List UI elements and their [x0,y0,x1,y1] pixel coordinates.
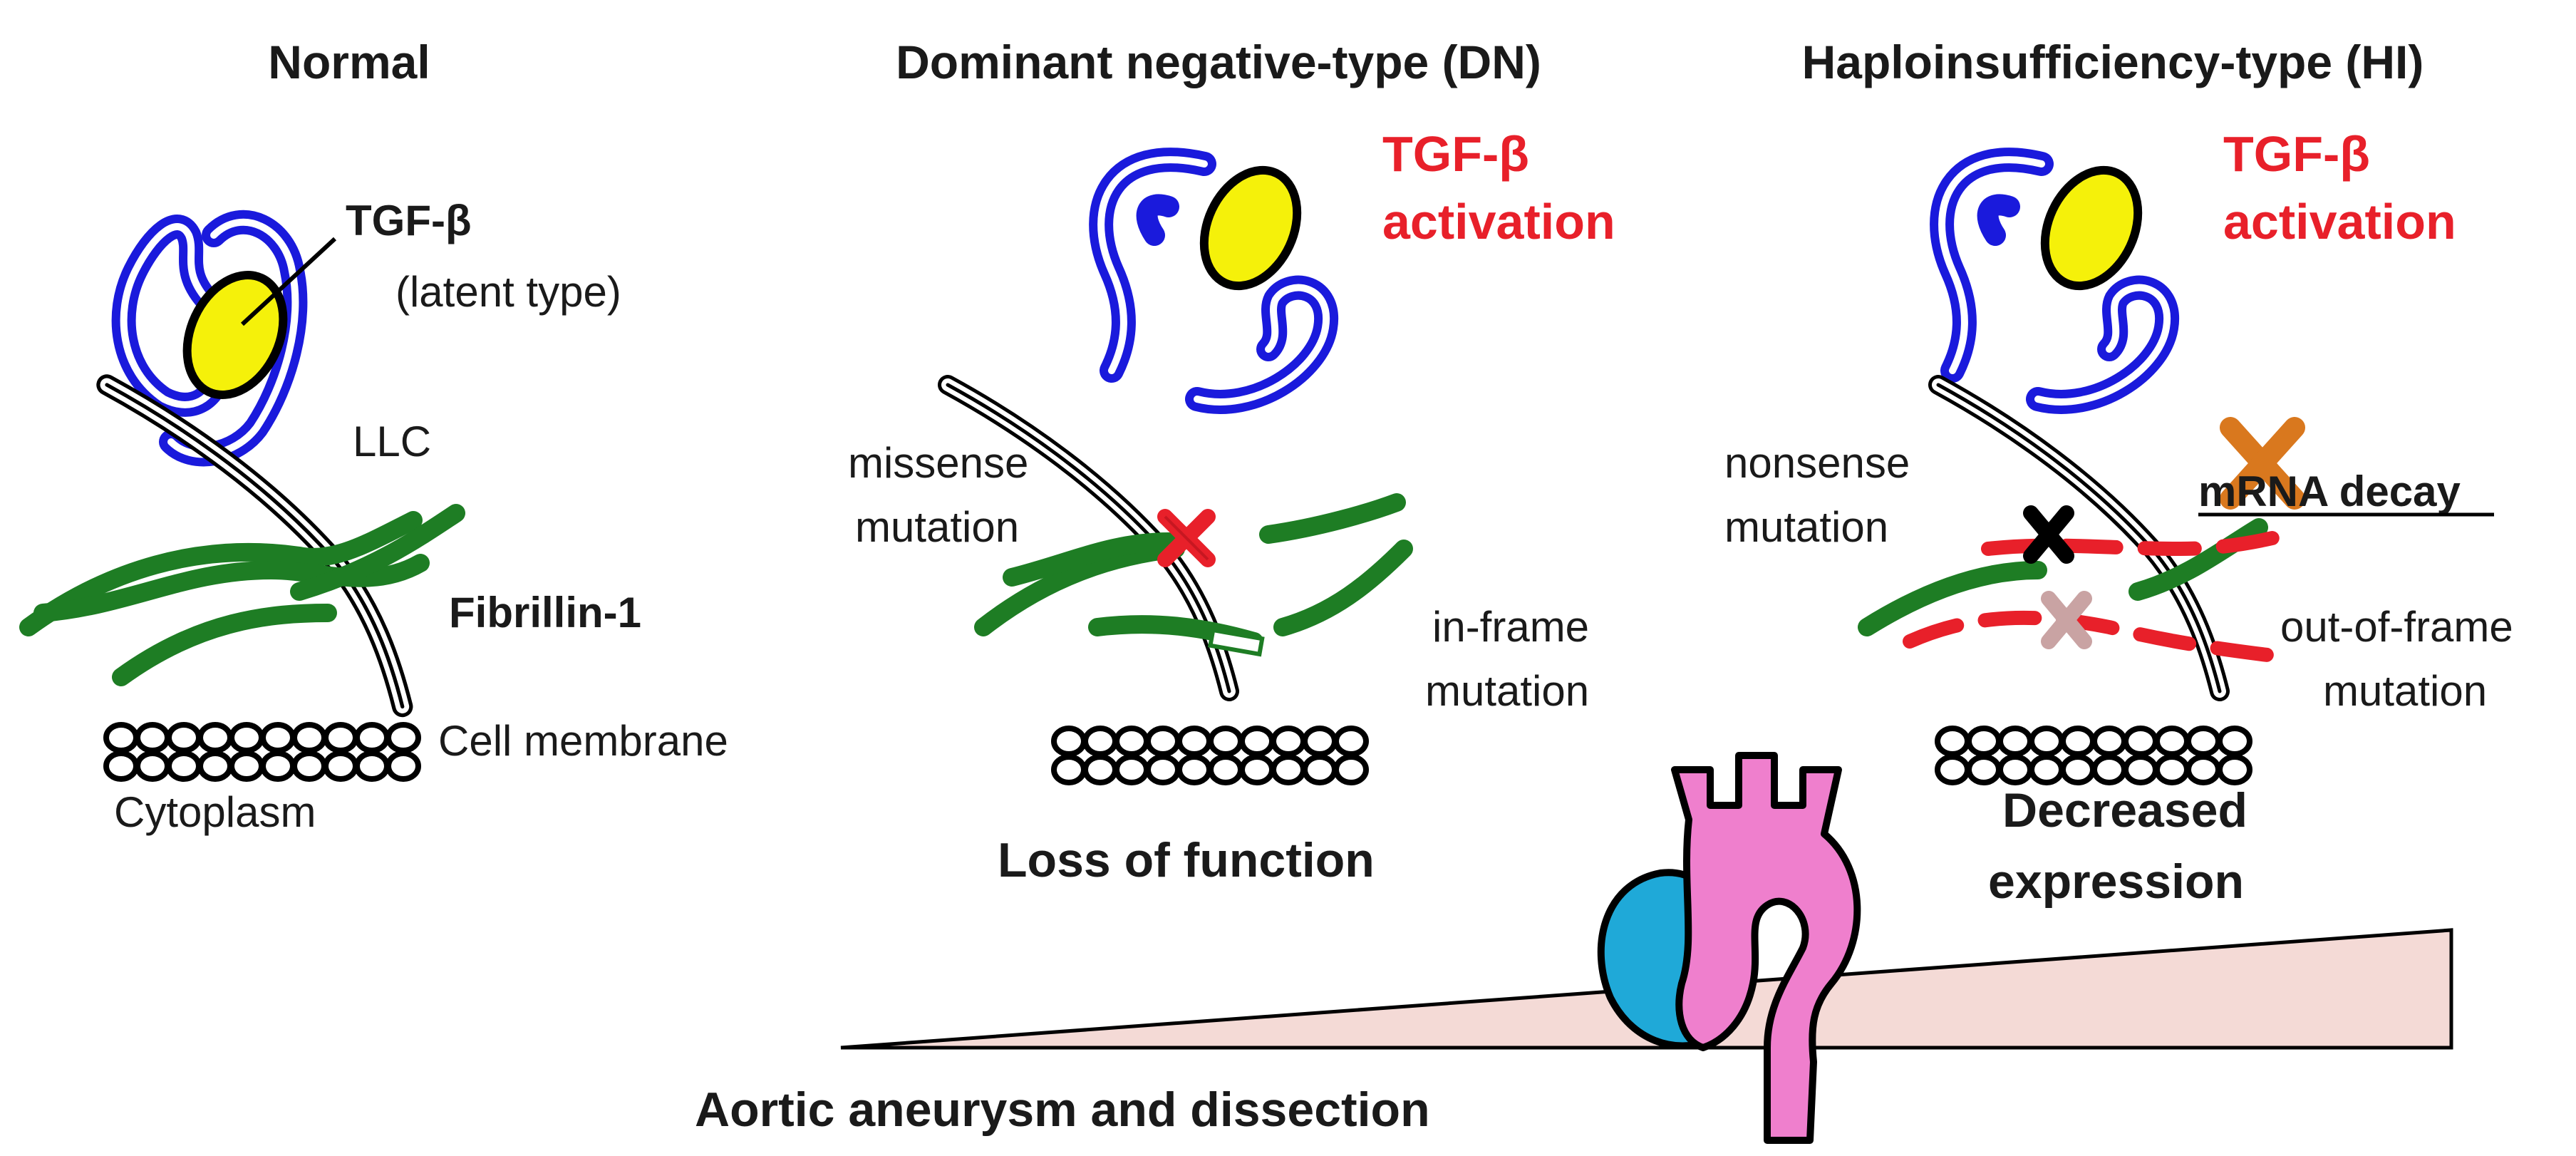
outframe-line1: out-of-frame [2280,603,2513,651]
cell-membrane-hi [1938,728,2250,783]
dn-outcome: Loss of function [998,833,1375,887]
cell-membrane-dn [1054,728,1366,783]
panel-hi: Haploinsufficiency-type (HI) [1724,36,2513,909]
cell-membrane-label: Cell membrane [438,717,728,765]
in-frame-defect [1207,627,1265,657]
llc-label: LLC [353,418,431,465]
fibrillin-1-label: Fibrillin-1 [449,589,641,636]
llc-released [1089,148,1339,414]
panel-title-dn: Dominant negative-type (DN) [896,36,1541,88]
mrna-decay-label: mRNA decay [2198,468,2461,515]
hi-outcome-line1: Decreased [2002,783,2247,837]
cell-membrane [106,725,418,779]
tgf-beta-active-hi [2040,165,2143,291]
fibrillin-1-strands-hi [1858,518,2268,636]
fibrillin-1-strands-dn [974,493,1413,651]
hi-outcome-line2: expression [1988,855,2244,909]
decayed-strands [1903,527,2295,663]
outframe-line2: mutation [2323,667,2487,715]
nonsense-line2: mutation [1724,503,1888,551]
missense-line2: mutation [855,503,1019,551]
severity-label: Aortic aneurysm and dissection [695,1083,1430,1137]
fibrillin-1-strands [19,504,465,686]
aorta-shape [1671,752,1861,1144]
panel-dn: Dominant negative-type (DN) [848,36,1615,887]
cytoplasm-label: Cytoplasm [114,788,316,836]
dn-activation-line2: activation [1382,194,1615,249]
llc-released-hi [1930,148,2180,414]
severity-section: Aortic aneurysm and dissection [695,752,2453,1144]
panel-title-normal: Normal [268,36,430,88]
panel-title-hi: Haploinsufficiency-type (HI) [1802,36,2424,88]
missense-mark-outline [1164,515,1209,561]
missense-line1: missense [848,439,1028,487]
latent-type-label: (latent type) [395,268,621,316]
inframe-line1: in-frame [1432,603,1589,651]
tgf-beta-label: TGF-β [346,197,472,244]
nonsense-line1: nonsense [1724,439,1910,487]
hi-activation-line2: activation [2223,194,2456,249]
tgf-pointer-line [240,237,337,326]
hi-activation-line1: TGF-β [2223,126,2370,182]
dn-activation-line1: TGF-β [1382,126,1529,182]
inframe-line2: mutation [1425,667,1589,715]
nonsense-mark [2023,505,2074,564]
panel-normal: Normal TGF-β (latent type) LLC Fibrillin… [19,36,728,836]
tgf-beta-latent [182,271,288,399]
mrna-decay-mark [2220,417,2305,510]
missense-mark [1157,509,1216,567]
tgf-beta-active-dn [1199,165,1302,291]
out-of-frame-mark [2041,591,2092,649]
